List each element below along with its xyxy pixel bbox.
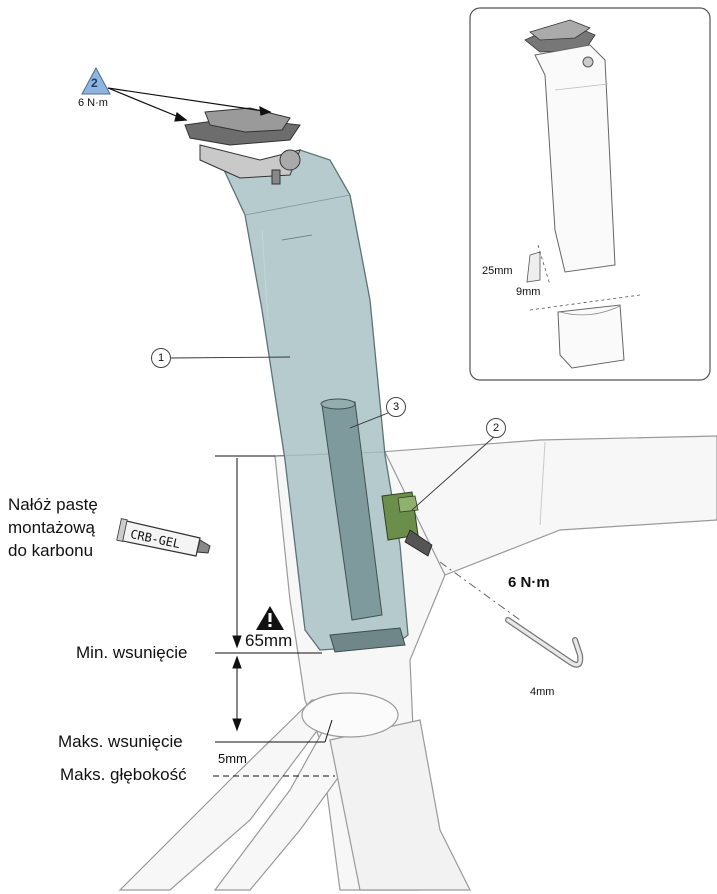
min-insertion-value: 65mm	[245, 631, 293, 650]
torque-arrows	[107, 87, 272, 122]
callout-3: 3	[386, 397, 406, 417]
detail-inset	[469, 7, 711, 381]
torque-badge-icon	[81, 66, 111, 95]
callout-1: 1	[151, 348, 171, 368]
paste-instruction-line2: montażową	[8, 518, 95, 537]
shim-height: 25mm	[482, 265, 513, 277]
paste-tube-icon	[116, 518, 211, 557]
clamp-torque-value: 6 N·m	[508, 574, 550, 591]
bike-frame	[118, 435, 717, 891]
seatpost	[224, 149, 409, 653]
paste-instruction-line3: do karbonu	[8, 541, 94, 560]
min-insertion-label: Min. wsunięcie	[76, 643, 188, 662]
callout-2: 2	[486, 418, 506, 438]
depth-value: 5mm	[218, 751, 247, 766]
insertion-dimensions	[213, 455, 335, 777]
callout-leaders	[169, 356, 496, 511]
torque-step-number: 2	[91, 76, 98, 90]
saddle-clamp	[184, 107, 301, 185]
max-insertion-label: Maks. wsunięcie	[58, 732, 183, 751]
torque-top-value: 6 N·m	[78, 97, 108, 109]
seat-clamp	[381, 491, 433, 557]
paste-instruction-line1: Nałóż pastę	[8, 495, 98, 514]
hex-key-icon	[439, 561, 584, 668]
shim-width: 9mm	[516, 286, 541, 298]
warning-icon	[256, 606, 284, 630]
internal-cylinder	[320, 398, 383, 621]
hex-key-size: 4mm	[530, 686, 555, 698]
max-depth-label: Maks. głębokość	[60, 765, 187, 784]
